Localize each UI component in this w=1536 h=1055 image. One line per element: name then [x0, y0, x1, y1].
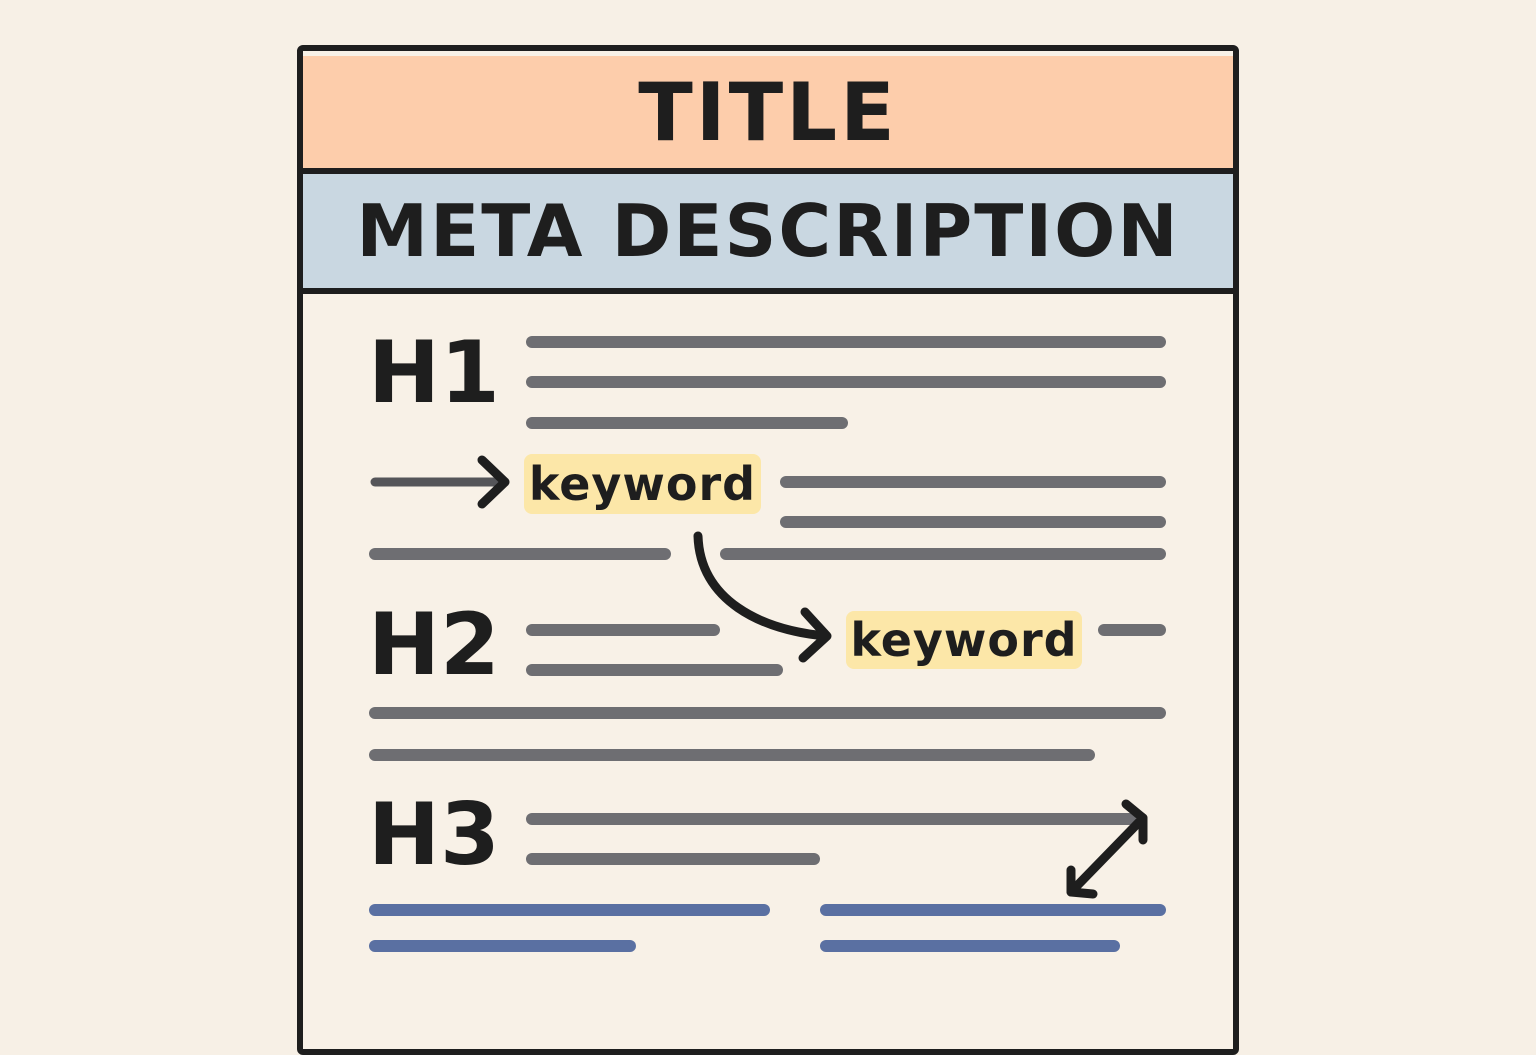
right-arrow-icon: [370, 455, 510, 509]
heading-h2: H2: [368, 595, 500, 695]
page-title: TITLE: [638, 65, 898, 159]
heading-h3: H3: [368, 785, 500, 885]
heading-h1: H1: [368, 323, 500, 423]
double-arrow-icon: [1066, 799, 1148, 899]
keyword-highlight-2: keyword: [846, 611, 1082, 669]
curved-arrow-icon: [693, 531, 832, 663]
text-lines-and-arrows: [369, 336, 1166, 952]
link-text-lines: [369, 904, 1166, 952]
meta-description-band: META DESCRIPTION: [303, 174, 1233, 294]
page-title-band: TITLE: [303, 56, 1233, 174]
body-text-lines: [369, 336, 1166, 865]
meta-description: META DESCRIPTION: [356, 189, 1180, 273]
keyword-highlight-1: keyword: [524, 454, 761, 514]
